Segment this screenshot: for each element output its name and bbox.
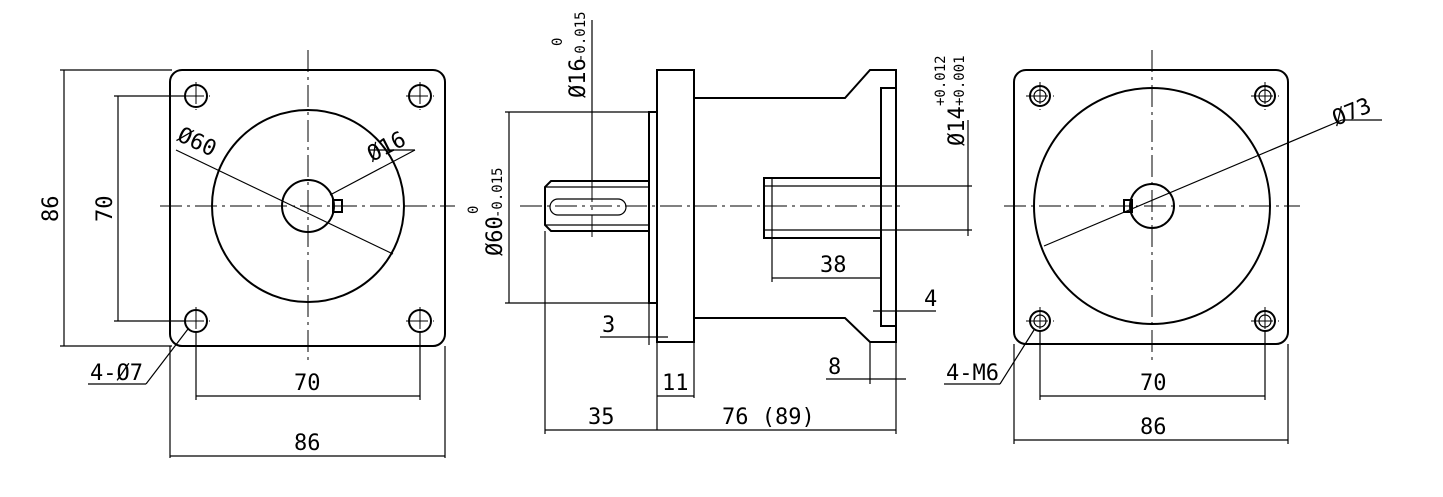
- left-dim-outer-width: 86: [294, 431, 321, 456]
- svg-text:+0.001: +0.001: [952, 55, 968, 106]
- side-dim-bore-depth: 38: [820, 253, 847, 278]
- side-dim-pilot-dia: Ø60: [483, 216, 508, 256]
- side-dim-pilot-depth: 3: [602, 313, 615, 338]
- right-dim-outer-width: 86: [1140, 415, 1167, 440]
- right-dim-inner-width: 70: [1140, 371, 1167, 396]
- left-dim-outer-height: 86: [39, 196, 64, 223]
- right-dim-pcd: Ø73: [1329, 93, 1375, 131]
- left-view: Ø60 Ø16 86 70 70 86 4-Ø7: [39, 50, 455, 458]
- side-view: Ø16 0 -0.015 Ø60 0 -0.015 Ø14 +0.012 +0.…: [466, 11, 972, 434]
- right-view: Ø73 4-M6 70 86: [944, 50, 1382, 444]
- svg-text:0: 0: [466, 206, 482, 214]
- left-dim-holes: 4-Ø7: [90, 361, 143, 386]
- side-flange: [656, 69, 695, 343]
- left-dim-inner-height: 70: [93, 196, 118, 223]
- side-output-shaft: [544, 180, 649, 232]
- side-dim-input-bore-dia: Ø14: [945, 106, 970, 146]
- left-dim-flange-diameter: Ø60: [173, 123, 220, 162]
- left-dim-inner-width: 70: [294, 371, 321, 396]
- side-dim-flange-thickness: 11: [662, 371, 689, 396]
- svg-text:-0.015: -0.015: [490, 167, 506, 218]
- svg-text:+0.012: +0.012: [933, 55, 949, 106]
- side-dim-output-shaft-dia: Ø16: [566, 58, 591, 98]
- right-flange-outline: [1013, 69, 1289, 345]
- side-dim-plate-offset: 4: [924, 287, 937, 312]
- side-pilot: [648, 111, 658, 304]
- side-mounting-plate: [880, 87, 897, 327]
- side-dim-shaft-length: 35: [588, 405, 615, 430]
- svg-text:-0.015: -0.015: [573, 11, 589, 62]
- svg-text:0: 0: [550, 38, 566, 46]
- side-input-bore: [763, 177, 881, 239]
- side-dim-body-length: 76 (89): [722, 405, 815, 430]
- right-dim-threads: 4-M6: [946, 361, 999, 386]
- side-dim-plate-thickness: 8: [828, 355, 841, 380]
- side-keyway: [549, 198, 627, 216]
